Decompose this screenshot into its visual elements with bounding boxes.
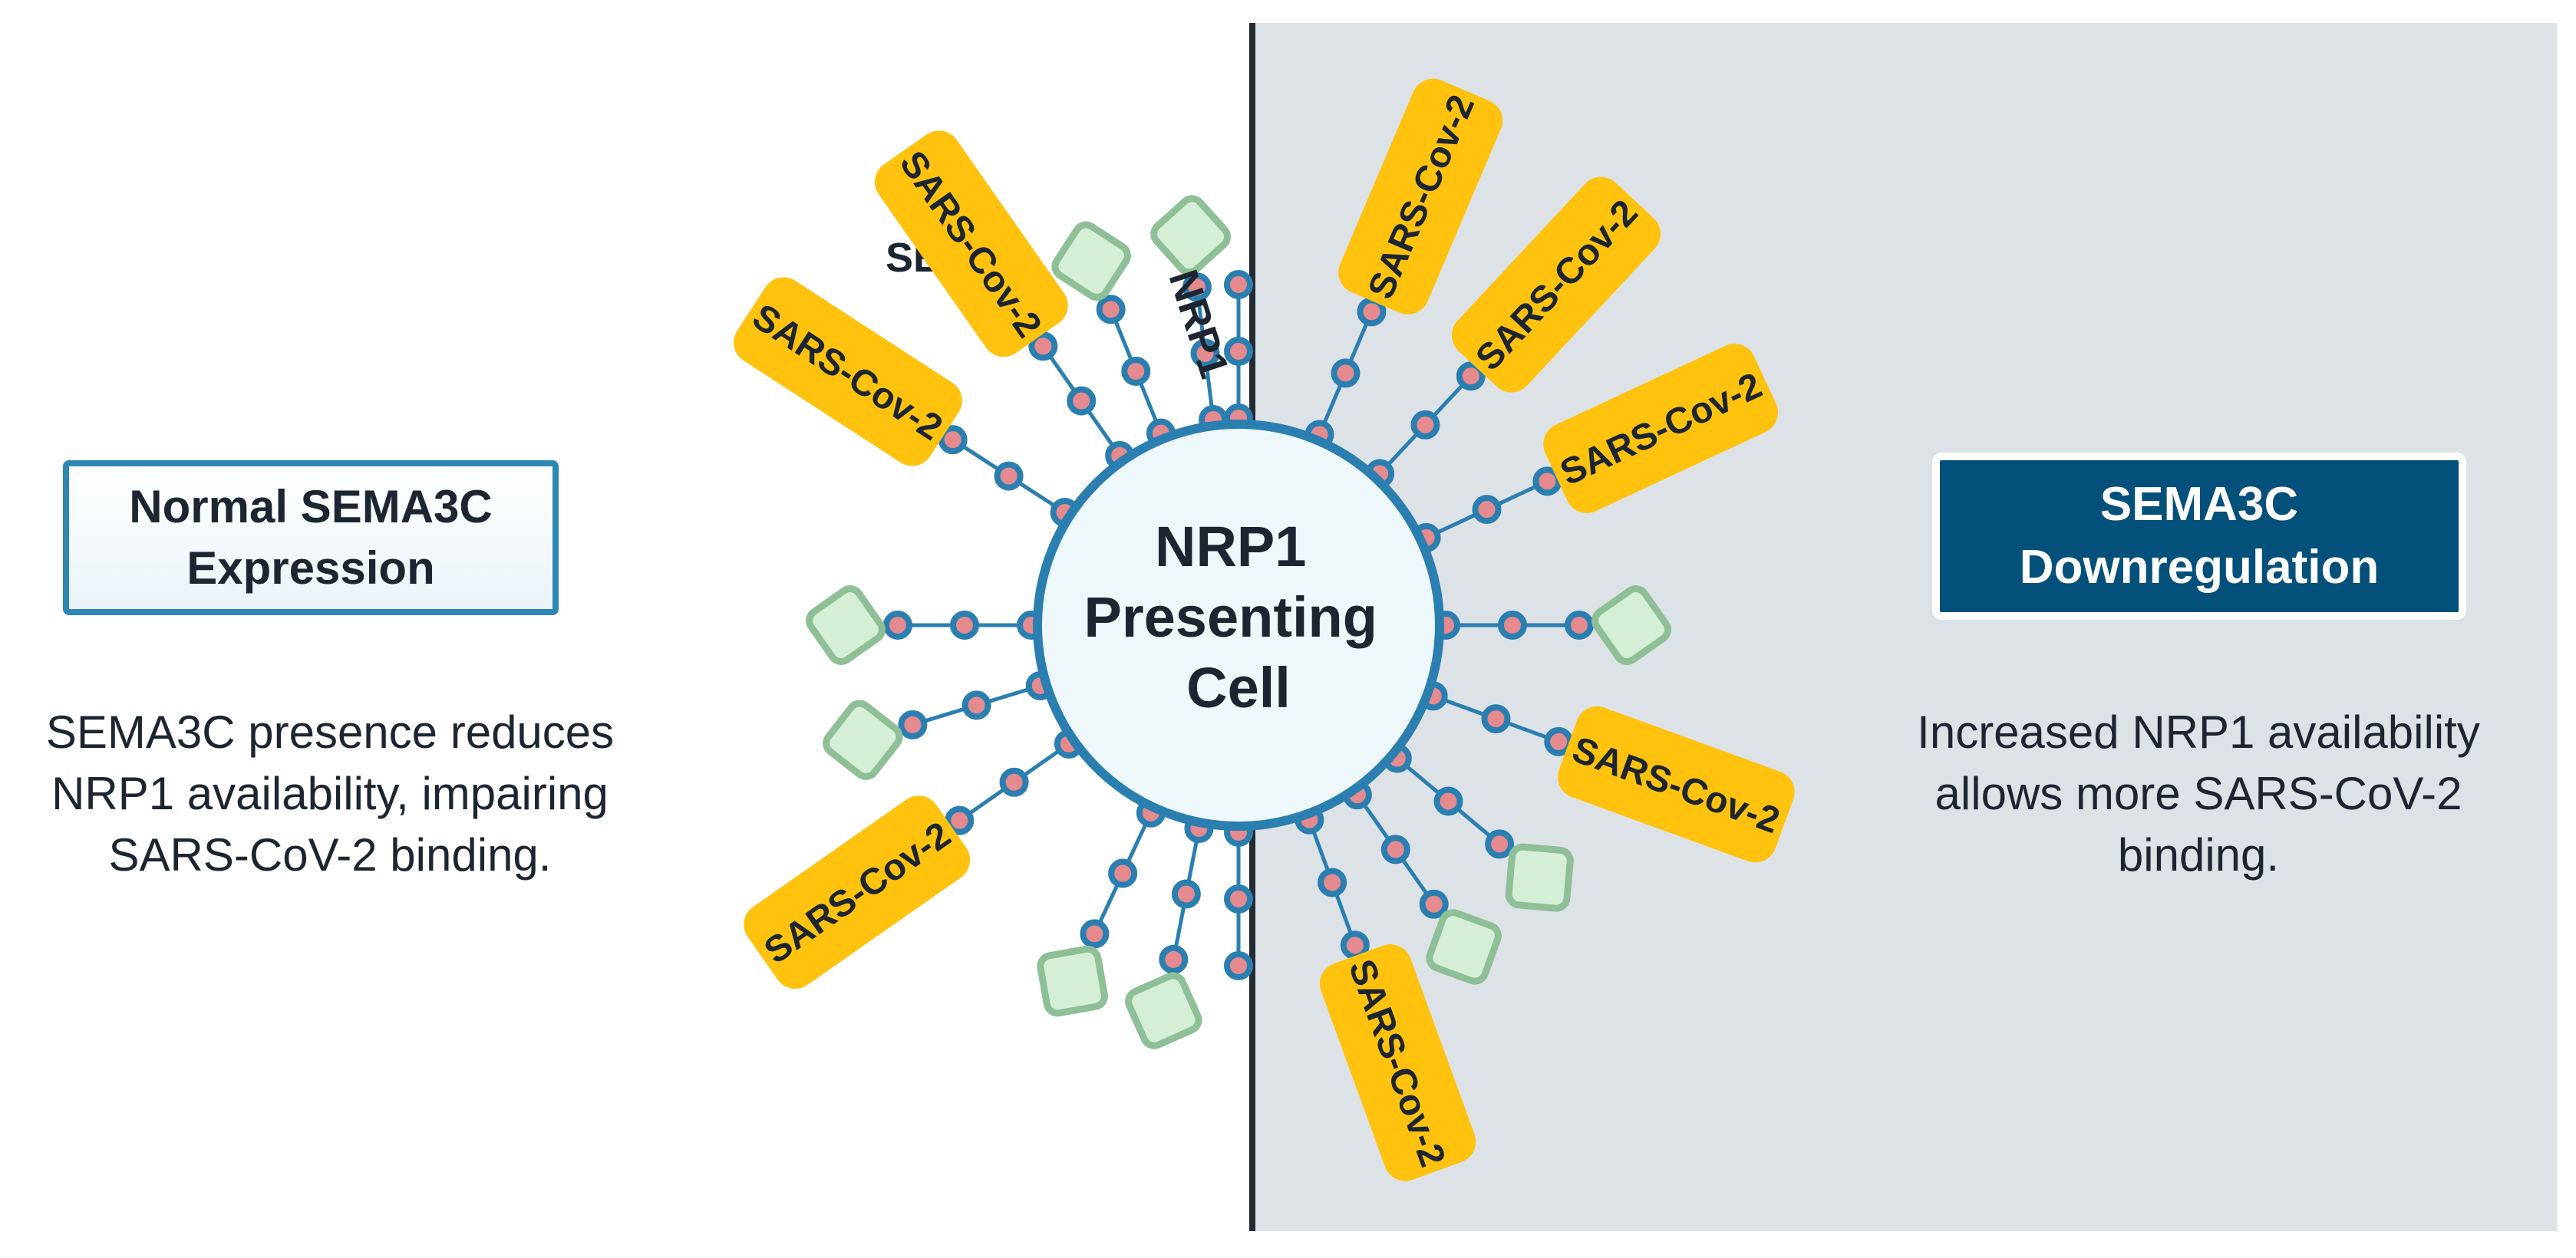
receptor-bead [1190, 338, 1220, 368]
sars-cov-2-tag: SARS-Cov-2 [744, 795, 971, 989]
title-line: Downregulation [2019, 541, 2380, 594]
receptor-bead [1419, 889, 1449, 919]
receptor-bead [1331, 358, 1361, 388]
receptor-bead [1456, 361, 1486, 391]
normal-expression-description: SEMA3C presence reduces NRP1 availabilit… [0, 702, 660, 886]
sema-ligand [806, 585, 886, 665]
receptor-bead [994, 461, 1024, 491]
receptor-bead [1472, 495, 1502, 525]
sars-cov-2-shape [1558, 706, 1795, 863]
title-line: Expression [186, 542, 435, 594]
receptor-bead [1224, 270, 1253, 299]
receptor-bead [883, 611, 912, 640]
receptor-bead [1380, 835, 1410, 864]
description-line: allows more SARS-CoV-2 [1934, 768, 2462, 819]
receptor-bead [1565, 611, 1594, 640]
sars-cov-2-shape [875, 130, 1068, 357]
title-line: Normal SEMA3C [129, 481, 493, 532]
sema-ligand [1150, 195, 1231, 276]
sars-cov-2-shape [744, 795, 971, 989]
title-line: SEMA3C [2099, 478, 2299, 531]
receptor-bead [1182, 272, 1212, 302]
receptor-bead [1080, 919, 1110, 949]
sema-ligand [1505, 843, 1574, 912]
receptor-bead [1108, 858, 1138, 888]
sars-cov-2-shape [1451, 176, 1661, 393]
receptor-bead [898, 710, 928, 739]
sema-ligand [1051, 221, 1131, 301]
sema-ligand [823, 700, 903, 780]
receptor-bead [945, 805, 975, 835]
receptor-bead [950, 611, 979, 640]
normal-expression-title-box: Normal SEMA3C Expression [63, 460, 559, 615]
receptor-bead [1224, 951, 1253, 980]
receptor-bead [1121, 356, 1151, 386]
cell-label-line: Cell [1186, 656, 1291, 720]
downregulation-title-box: SEMA3C Downregulation [1932, 453, 2466, 620]
receptor-bead [999, 767, 1029, 797]
receptor-bead [938, 425, 968, 455]
receptor-bead [1224, 337, 1253, 366]
sars-cov-2-shape [734, 277, 962, 466]
description-line: SARS-CoV-2 binding. [108, 829, 552, 881]
sars-cov-2-shape [1338, 78, 1503, 314]
receptor-bead [1224, 884, 1253, 914]
receptor-bead [1433, 786, 1463, 816]
receptor-group [806, 195, 1671, 1049]
sema-ligand [1591, 585, 1671, 665]
receptor-bead [1171, 879, 1201, 909]
receptor-bead [1485, 829, 1515, 859]
description-line: binding. [2117, 829, 2280, 881]
sema-ligand [1037, 945, 1108, 1017]
cell-label: NRP1 Presenting Cell [1084, 515, 1394, 720]
description-line: NRP1 availability, impairing [51, 768, 609, 819]
sars-cov-2-shape [1319, 944, 1476, 1181]
sars-cov-2-shape [1543, 344, 1779, 513]
description-line: SEMA3C presence reduces [45, 706, 615, 758]
downregulation-description: Increased NRP1 availability allows more … [1849, 702, 2548, 886]
receptor-bead [1481, 704, 1511, 734]
sema-ligand [1125, 972, 1202, 1049]
cell-label-line: NRP1 [1155, 515, 1306, 578]
receptor-bead [1498, 611, 1527, 640]
cell-circle [1033, 420, 1444, 831]
sars-cov-2-tag: SARS-Cov-2 [734, 277, 962, 466]
receptor-bead [1096, 295, 1126, 324]
receptor-bead [1159, 944, 1189, 974]
receptor-bead [1028, 331, 1058, 361]
receptor-bead [1067, 386, 1097, 416]
sema-ligand [1426, 909, 1502, 985]
receptor-bead [1410, 410, 1440, 440]
description-line: Increased NRP1 availability [1917, 706, 2480, 758]
receptor-bead [961, 690, 991, 720]
cell-label-line: Presenting [1084, 585, 1377, 649]
receptor-bead [1318, 868, 1347, 897]
